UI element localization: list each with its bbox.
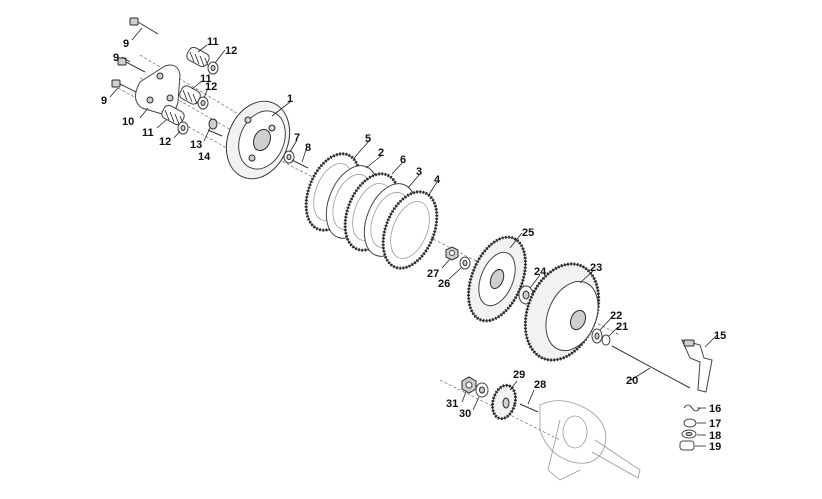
crank-nut-part <box>461 376 477 394</box>
callout-5: 5 <box>365 133 371 145</box>
bolt-part-upper <box>129 17 159 35</box>
clutch-center-part <box>467 235 527 323</box>
o-ring-part <box>601 334 611 346</box>
friction-disc-part-4 <box>381 190 439 270</box>
callout-23: 23 <box>590 262 602 274</box>
callout-11-lower: 11 <box>142 127 154 139</box>
callout-27: 27 <box>427 268 439 280</box>
callout-20: 20 <box>626 375 638 387</box>
washer-part-upper <box>207 61 219 75</box>
callout-21: 21 <box>616 321 628 333</box>
callout-30: 30 <box>459 408 471 420</box>
washer-part-lower <box>177 121 189 135</box>
callout-9-middle: 9 <box>113 52 119 64</box>
lifter-rod-part <box>291 159 309 169</box>
crank-washer-part <box>475 382 489 398</box>
callout-2: 2 <box>378 147 384 159</box>
callout-12-upper: 12 <box>225 45 237 57</box>
callout-16: 16 <box>709 403 721 415</box>
callout-28: 28 <box>534 379 546 391</box>
callout-12-lower: 12 <box>159 136 171 148</box>
lifter-plate-part <box>135 64 181 115</box>
callout-24: 24 <box>534 266 547 278</box>
callout-26: 26 <box>438 278 450 290</box>
lock-nut-part <box>445 246 459 261</box>
lever-spring-part <box>683 404 701 412</box>
callout-labels: 1 2 3 4 5 6 7 8 9 9 9 10 11 11 11 12 12 … <box>101 36 726 453</box>
lock-washer-part <box>459 256 471 270</box>
lever-bushing-part <box>679 440 695 451</box>
clutch-housing-part <box>523 262 601 362</box>
callout-13: 13 <box>190 139 202 151</box>
callout-22: 22 <box>610 310 622 322</box>
bolt-part-middle <box>117 57 146 73</box>
callout-10: 10 <box>122 116 134 128</box>
callout-9-lower: 9 <box>101 95 107 107</box>
spring-part-lower <box>161 104 185 127</box>
lever-washer-part <box>683 418 697 428</box>
callout-11-middle: 11 <box>200 73 212 85</box>
lever-seal-part <box>681 429 697 439</box>
collar-part <box>591 328 603 344</box>
callout-18: 18 <box>709 430 721 442</box>
callout-17: 17 <box>709 418 721 430</box>
spring-part-upper <box>186 46 210 69</box>
crankshaft-ghost-outline <box>539 400 641 481</box>
washer-part-middle <box>197 96 209 110</box>
pressure-plate-part <box>225 100 291 180</box>
callout-7: 7 <box>294 132 300 144</box>
leader-lines <box>109 27 718 447</box>
callout-19: 19 <box>709 441 721 453</box>
callout-3: 3 <box>416 166 422 178</box>
callout-9-upper: 9 <box>123 38 129 50</box>
release-shaft-part <box>611 345 691 389</box>
callout-25: 25 <box>522 227 534 239</box>
callout-1: 1 <box>287 93 293 105</box>
primary-gear-part <box>490 383 518 421</box>
callout-12-middle: 12 <box>205 81 217 93</box>
callout-14: 14 <box>198 151 211 163</box>
callout-29: 29 <box>513 369 525 381</box>
callout-11-upper: 11 <box>207 36 219 48</box>
thrust-washer-part <box>283 150 295 164</box>
callout-6: 6 <box>400 154 406 166</box>
callout-8: 8 <box>305 142 311 154</box>
bearing-part <box>207 118 223 137</box>
callout-4: 4 <box>434 174 441 186</box>
release-lever-part <box>681 339 713 393</box>
callout-31: 31 <box>446 398 458 410</box>
callout-15: 15 <box>714 330 726 342</box>
woodruff-key-part <box>519 403 539 413</box>
